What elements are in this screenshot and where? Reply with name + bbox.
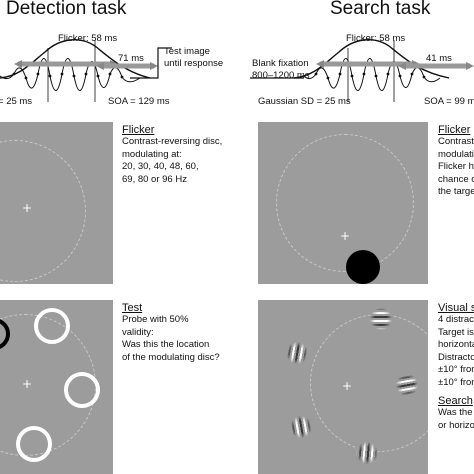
fixation-cross: + (340, 229, 351, 243)
detection-task-title: Detection task (6, 0, 127, 19)
blank-label-line-2: 800–1200 ms (252, 70, 310, 81)
search-interval-label: 41 ms (426, 53, 452, 64)
caption-line: Was the (438, 407, 473, 418)
search-flicker-panel: + (258, 122, 428, 284)
search-flicker-caption: Flicker Contrast- modulati Flicker ha ch… (438, 124, 474, 199)
test-label-line-1: Test image (164, 46, 210, 57)
eccentricity-ring (276, 134, 414, 272)
probe-ring (64, 372, 100, 408)
caption-line: validity: (122, 326, 154, 338)
caption-line: modulati (438, 148, 474, 160)
detection-timeline-graph (0, 39, 172, 102)
detection-test-caption: Test Probe with 50% validity: Was this t… (122, 302, 220, 364)
blank-fixation-label: Blank fixation 800–1200 ms (252, 58, 310, 82)
fixation-cross: + (22, 201, 33, 215)
probe-ring (34, 308, 70, 344)
search-caption-title: Search (438, 395, 473, 407)
gabor-patch-target (370, 308, 392, 330)
caption-line: 20, 30, 40, 48, 60, (122, 161, 199, 172)
caption-line: Distractor (438, 351, 474, 363)
caption-line: ±10° fron (438, 376, 474, 388)
search-soa-label: SOA = 99 m (424, 96, 474, 107)
detection-test-label: Test image until response (164, 46, 223, 70)
gabor-patch (356, 442, 378, 464)
caption-line: Probe with 50% (122, 314, 189, 325)
detection-sd-label: = 25 ms (0, 96, 33, 107)
caption-line: the targe (438, 186, 474, 197)
detection-soa-label: SOA = 129 ms (108, 96, 170, 107)
fixation-cross: + (22, 377, 33, 391)
caption-line: chance o (438, 173, 474, 185)
caption-line: horizonta (438, 339, 474, 350)
caption-line: 69, 80 or 96 Hz (122, 173, 187, 185)
detection-flicker-panel: + (0, 122, 113, 284)
caption-line: or horizo (438, 419, 474, 431)
detection-test-panel: + (0, 300, 113, 474)
eccentricity-ring (0, 140, 86, 282)
caption-line: modulating at: (122, 148, 182, 160)
caption-line: ±10° fron (438, 364, 474, 375)
caption-line: 4 distrac (438, 314, 474, 325)
blank-label-line-1: Blank fixation (252, 58, 309, 69)
flicker-caption-title: Flicker (438, 124, 471, 136)
gabor-patch (290, 416, 312, 438)
caption-line: Contrast- (438, 136, 474, 147)
flicker-oscillation (303, 58, 441, 91)
flicker-caption-title: Flicker (122, 124, 155, 136)
test-caption-title: Test (122, 302, 143, 314)
caption-line: Contrast-reversing disc, (122, 136, 223, 147)
search-visual-panel: + (258, 300, 428, 474)
caption-line: Target is (438, 326, 474, 338)
search-sd-label: Gaussian SD = 25 ms (258, 96, 351, 107)
visual-caption-title: Visual s (438, 302, 474, 314)
detection-flicker-label: Flicker: 58 ms (58, 33, 118, 44)
test-label-line-2: until response (164, 58, 224, 69)
gabor-patch (286, 342, 308, 364)
search-visual-caption: Visual s 4 distrac Target is horizonta D… (438, 302, 474, 432)
search-task-title: Search task (330, 0, 431, 19)
fixation-cross: + (342, 379, 353, 393)
detection-interval-label: 71 ms (118, 53, 144, 64)
caption-line: Was this the location (122, 339, 210, 350)
search-timeline-graph (250, 39, 474, 102)
caption-line: of the modulating disc? (122, 351, 220, 363)
probe-ring (16, 426, 52, 462)
search-flicker-label: Flicker: 58 ms (346, 33, 406, 44)
caption-line: Flicker ha (438, 161, 474, 172)
target-disc (346, 250, 380, 284)
flicker-oscillation (0, 58, 141, 91)
detection-flicker-caption: Flicker Contrast-reversing disc, modulat… (122, 124, 222, 186)
gabor-patch (396, 374, 418, 396)
